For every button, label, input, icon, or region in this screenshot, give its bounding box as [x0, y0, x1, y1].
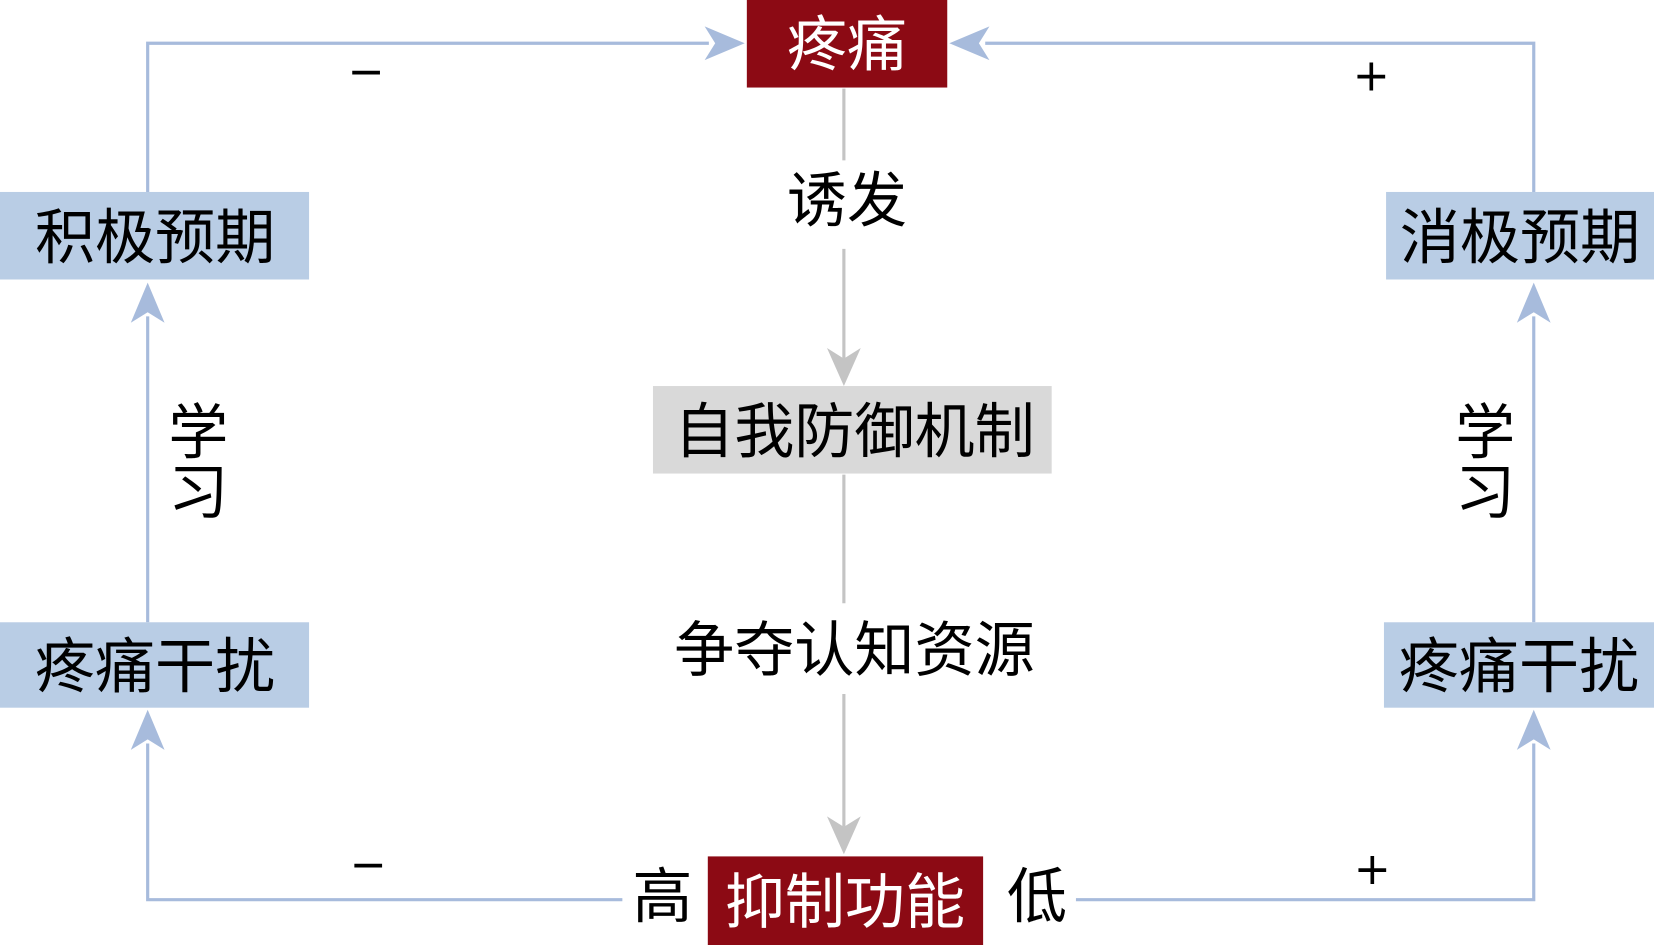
left-top-arrowhead — [704, 26, 745, 61]
center-arrowhead-1 — [827, 348, 861, 387]
interference-left-label: 疼痛干扰 — [35, 633, 275, 703]
pain-node: 疼痛 — [746, 0, 948, 88]
sign-bottom-left: − — [350, 840, 387, 891]
sign-bottom-right: + — [1354, 844, 1391, 895]
right-middle-arrowhead — [1516, 282, 1551, 323]
learn-left-char-1: 学 — [168, 399, 228, 469]
interference-right-label: 疼痛干扰 — [1399, 633, 1639, 703]
positive-expectation-box — [0, 191, 310, 280]
learn-left-char-2: 习 — [168, 459, 228, 529]
interference-left-node: 疼痛干扰 — [0, 622, 310, 708]
pain-label: 疼痛 — [787, 10, 907, 80]
low-label: 低 — [1007, 863, 1067, 933]
right-top-connector — [985, 41, 1536, 192]
interference-right-box — [1383, 622, 1654, 708]
left-middle-arrowhead — [130, 282, 165, 323]
compete-label: 争夺认知资源 — [674, 616, 1035, 686]
negative-expectation-box — [1386, 191, 1654, 280]
right-bottom-arrowhead — [1516, 709, 1551, 750]
defense-mechanism-node: 自我防御机制 — [652, 386, 1052, 474]
defense-mechanism-label: 自我防御机制 — [674, 397, 1035, 467]
left-bottom-connector — [146, 743, 623, 902]
induce-label: 诱发 — [787, 166, 907, 236]
interference-left-box — [0, 622, 310, 708]
interference-right-node: 疼痛干扰 — [1383, 622, 1654, 708]
sign-top-right: + — [1353, 51, 1390, 102]
sign-top-left: − — [347, 46, 384, 97]
right-top-arrowhead — [949, 26, 990, 61]
left-bottom-arrowhead — [130, 709, 165, 750]
right-bottom-connector — [1075, 743, 1536, 902]
learn-right-char-1: 学 — [1455, 399, 1515, 469]
positive-expectation-node: 积极预期 — [0, 191, 310, 280]
defense-mechanism-box — [652, 386, 1052, 474]
pain-box — [746, 0, 948, 88]
positive-expectation-label: 积极预期 — [35, 203, 275, 273]
inhibition-node: 抑制功能 — [707, 856, 984, 945]
learn-right-char-2: 习 — [1455, 459, 1515, 529]
inhibition-label: 抑制功能 — [725, 868, 965, 938]
high-label: 高 — [632, 863, 692, 933]
negative-expectation-node: 消极预期 — [1386, 191, 1654, 280]
center-arrowhead-2 — [827, 816, 861, 855]
left-top-connector — [146, 41, 709, 192]
inhibition-box — [707, 856, 984, 945]
negative-expectation-label: 消极预期 — [1400, 203, 1640, 273]
